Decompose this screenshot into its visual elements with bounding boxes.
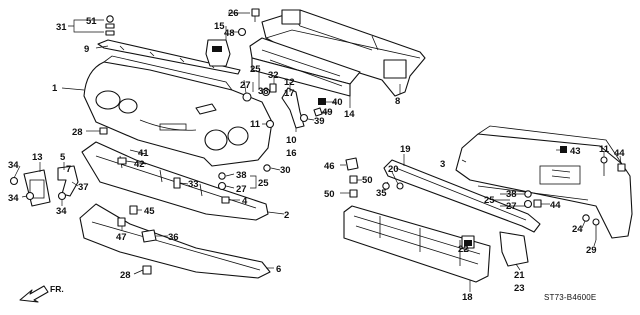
callout-40: 40 [332, 97, 343, 108]
spacer-41 [195, 103, 217, 115]
callout-31: 31 [56, 22, 67, 33]
callout-44-lower: 44 [550, 200, 561, 211]
callout-16: 16 [286, 148, 297, 159]
callout-43: 43 [570, 146, 581, 157]
callout-19: 19 [400, 144, 411, 155]
callout-42: 42 [134, 159, 145, 170]
front-bumper-reinforcement [249, 37, 361, 97]
callout-29: 29 [586, 245, 597, 256]
callout-13: 13 [32, 152, 43, 163]
callout-3: 3 [440, 159, 445, 170]
callout-37: 37 [78, 182, 89, 193]
callout-15: 15 [214, 21, 225, 32]
callout-24: 24 [572, 224, 583, 235]
callout-7: 7 [66, 164, 71, 175]
callout-10: 10 [286, 135, 297, 146]
callout-11-rear: 11 [599, 144, 610, 155]
callout-38-lower: 38 [236, 170, 247, 181]
callout-12: 12 [284, 77, 295, 88]
callout-35: 35 [376, 188, 387, 199]
callout-33: 33 [188, 179, 199, 190]
callout-34-top: 34 [8, 160, 19, 171]
callout-47: 47 [116, 232, 127, 243]
callout-38-rear: 38 [506, 189, 517, 200]
front-bumper-face [83, 55, 273, 167]
callout-9: 9 [84, 44, 89, 55]
callout-25-upper: 25 [250, 64, 261, 75]
callout-21: 21 [514, 270, 525, 281]
callout-18: 18 [462, 292, 473, 303]
callout-17: 17 [284, 88, 295, 99]
callout-51: 51 [86, 16, 97, 27]
callout-8: 8 [395, 96, 400, 107]
callout-45: 45 [144, 206, 155, 217]
diagram-code: ST73-B4600E [544, 293, 596, 302]
callout-22: 22 [458, 244, 469, 255]
callout-14: 14 [344, 109, 355, 120]
fasteners [9, 8, 626, 275]
callout-1: 1 [52, 83, 58, 94]
front-direction-arrow: FR. [19, 284, 64, 303]
callout-41: 41 [138, 148, 149, 159]
callout-34-left: 34 [8, 193, 19, 204]
callout-28-lower: 28 [120, 270, 131, 281]
bracket-5-37 [57, 165, 79, 197]
callout-44-right: 44 [614, 148, 625, 159]
callout-39: 39 [314, 116, 325, 127]
rear-bumper-absorber [343, 205, 529, 283]
front-lower-spoiler [79, 203, 271, 279]
bracket-15 [205, 39, 231, 67]
callout-5: 5 [60, 152, 66, 163]
callout-27-rear: 27 [506, 201, 517, 212]
callout-36: 36 [168, 232, 179, 243]
callout-38-upper: 38 [258, 86, 269, 97]
license-plate-base [23, 169, 51, 207]
callout-23: 23 [514, 283, 525, 294]
callout-27-lower: 27 [236, 184, 247, 195]
callout-34-right: 34 [56, 206, 67, 217]
callout-2: 2 [284, 210, 289, 221]
callout-6: 6 [276, 264, 281, 275]
callout-25-lower: 25 [258, 178, 269, 189]
callout-28-upper: 28 [72, 127, 83, 138]
callout-25-rear: 25 [484, 195, 495, 206]
callout-46: 46 [324, 161, 335, 172]
callout-32: 32 [268, 70, 279, 81]
callout-4: 4 [242, 196, 248, 207]
rear-bumper-reinforcement [261, 9, 426, 97]
rear-bumper-face [455, 125, 633, 239]
callout-49: 49 [322, 107, 333, 118]
rear-bumper-upper-retainer [383, 159, 541, 233]
clip-51 [105, 15, 115, 36]
callout-30: 30 [280, 165, 291, 176]
callout-26: 26 [228, 8, 239, 19]
callout-27-upper: 27 [240, 80, 251, 91]
front-upper-molding [97, 39, 241, 75]
callout-11-front: 11 [250, 119, 261, 130]
callout-50-upper: 50 [362, 175, 373, 186]
callout-20: 20 [388, 164, 399, 175]
callout-50-lower: 50 [324, 189, 335, 200]
direction-label: FR. [50, 284, 64, 294]
callout-48: 48 [224, 28, 235, 39]
leader-lines [13, 12, 622, 292]
callout-labels: 51 31 9 1 28 26 15 48 25 27 38 32 12 17 … [8, 8, 625, 303]
